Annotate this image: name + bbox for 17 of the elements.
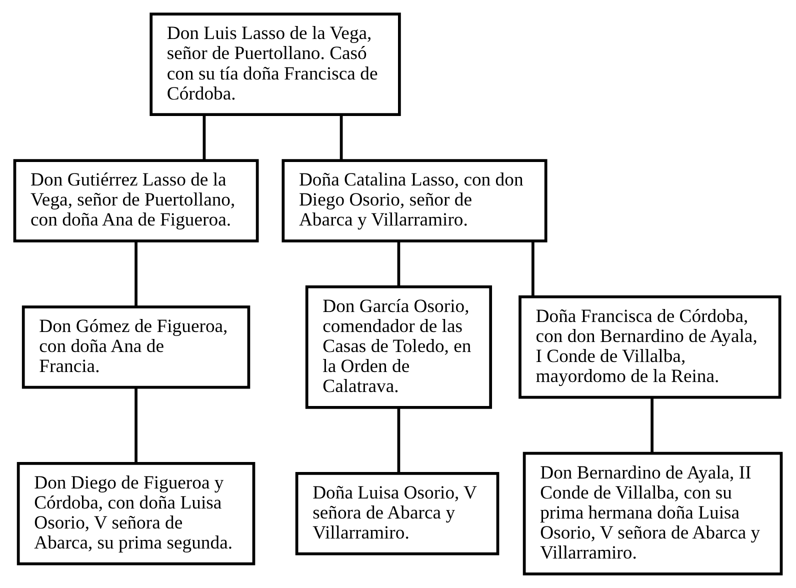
connector bbox=[397, 408, 400, 474]
node-box: Don Gómez de Figueroa, con doña Ana de Francia. bbox=[22, 305, 250, 389]
node-box: Doña Catalina Lasso, con don Diego Osorio, señor de Abarca y Villarramiro. bbox=[282, 159, 548, 242]
node-box: Don Bernardino de Ayala, II Conde de Villalba, con su prima hermana doña Luisa Osorio, V señora de Abarca y Villarramiro. bbox=[522, 452, 783, 576]
node-box: Don Diego de Figueroa y Córdoba, con doña Luisa Osorio, V señora de Abarca, su prima segunda. bbox=[16, 462, 256, 566]
connector bbox=[397, 241, 400, 287]
connector bbox=[650, 398, 654, 453]
node-box: Doña Francisca de Córdoba, con don Bernardino de Ayala, I Conde de Villalba, mayordomo de la Reina. bbox=[518, 295, 782, 399]
node-box: Don García Osorio, comendador de las Casas de Toledo, en la Orden de Calatrava. bbox=[305, 285, 492, 409]
connector bbox=[532, 241, 534, 296]
node-box: Don Luis Lasso de la Vega, señor de Puertollano. Casó con su tía doña Francisca de Córdoba. bbox=[150, 12, 401, 116]
node-box: Don Gutiérrez Lasso de la Vega, señor de Puertollano, con doña Ana de Figueroa. bbox=[13, 159, 259, 242]
connector bbox=[134, 387, 138, 463]
connector bbox=[340, 114, 343, 160]
connector bbox=[134, 241, 138, 307]
connector bbox=[202, 114, 206, 160]
node-box: Doña Luisa Osorio, V señora de Abarca y Villarramiro. bbox=[295, 472, 500, 556]
